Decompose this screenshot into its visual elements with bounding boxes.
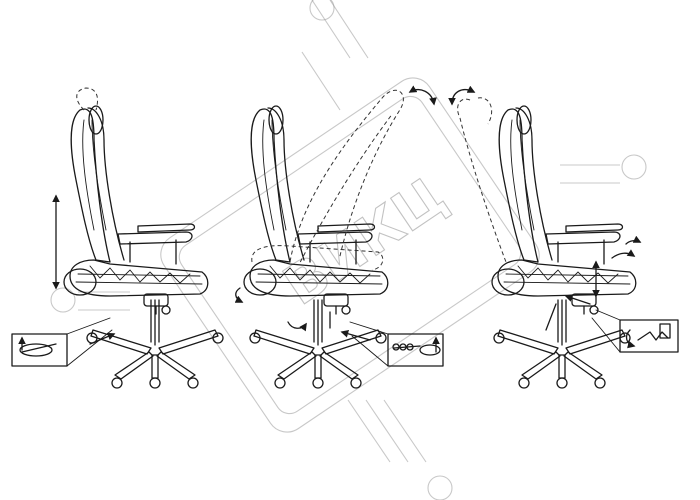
rotate-arrow-icon <box>287 321 307 332</box>
watermark-pin-left <box>50 287 76 313</box>
lever-pull-up-icon <box>11 317 113 367</box>
rotate-arrow-icon <box>448 85 476 106</box>
chair-figure-1 <box>63 105 209 315</box>
panel-height-adjust <box>11 87 224 389</box>
watermark-frame-outer <box>160 77 540 433</box>
lever-pull-up-icon <box>349 321 444 367</box>
panel-recline-adjust <box>234 85 476 389</box>
watermark-pin-right <box>621 154 647 180</box>
rotate-arrow-icon <box>234 287 244 303</box>
reclined-backrest-outline <box>457 98 507 263</box>
watermark-pin-top <box>309 0 335 21</box>
panel-armrest-tilt-adjust <box>457 97 679 389</box>
lever-handle <box>545 303 557 331</box>
star-base-1 <box>86 299 224 389</box>
star-base-2 <box>249 299 387 389</box>
rotate-arrow-icon <box>625 235 642 245</box>
star-base-3 <box>493 299 631 389</box>
reclined-backrest-outline <box>289 89 404 263</box>
watermark-pin-bottom <box>427 475 453 500</box>
lever-press-icon <box>591 309 679 353</box>
pointer-arrow-icon <box>340 329 371 341</box>
raised-backrest-outline <box>76 87 99 111</box>
pointer-arrow-icon <box>564 294 591 305</box>
rotate-arrow-icon <box>611 249 636 259</box>
tilted-seat-outline <box>251 245 384 271</box>
pointer-arrow-icon <box>89 332 116 345</box>
watermark-frame-inner <box>178 95 522 415</box>
rotate-arrow-icon <box>408 85 437 106</box>
